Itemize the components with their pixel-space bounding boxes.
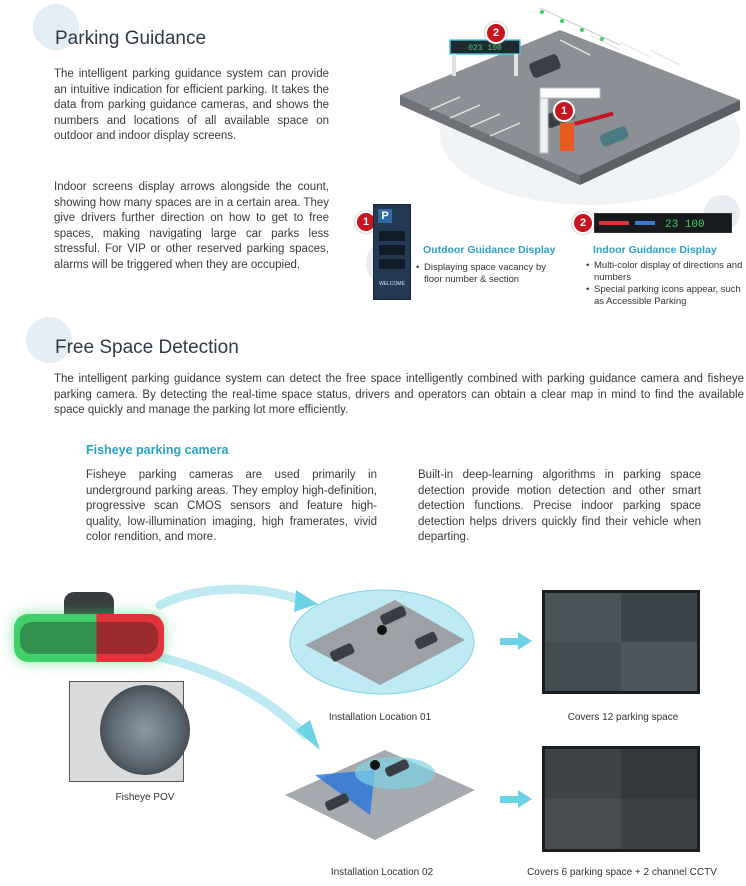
sign-panel-3 [379, 259, 405, 269]
indoor-display-title: Indoor Guidance Display [593, 244, 717, 256]
camera-body [14, 614, 164, 662]
indoor-led-display: 23 100 [594, 213, 732, 233]
indoor-badge: 2 [572, 212, 594, 234]
camera-feed-12-spaces [542, 590, 700, 694]
feed-quadrant [545, 642, 621, 691]
installation-location-01-caption: Installation Location 01 [328, 712, 432, 723]
feed-quadrant [545, 593, 621, 642]
covers-12-caption: Covers 12 parking space [567, 712, 679, 723]
diagram-flow-arrows [145, 584, 532, 808]
outdoor-display-title: Outdoor Guidance Display [423, 244, 556, 256]
parking-p-icon: P [378, 209, 392, 223]
installation-location-02-caption: Installation Location 02 [330, 867, 434, 878]
outdoor-badge: 1 [355, 211, 377, 233]
covers-6-caption: Covers 6 parking space + 2 channel CCTV [527, 867, 717, 878]
feed-quadrant [621, 642, 697, 691]
outdoor-bullet: Displaying space vacancy by floor number… [416, 262, 556, 286]
free-space-intro: The intelligent parking guidance system … [54, 373, 744, 417]
feed-quadrant [621, 593, 697, 642]
sign-panel-2 [379, 245, 405, 255]
parking-guidance-paragraph-1: The intelligent parking guidance system … [54, 68, 329, 143]
sign-panel-1 [379, 231, 405, 241]
fisheye-description-col1: Fisheye parking cameras are used primari… [86, 469, 377, 544]
section-title-free-space-detection: Free Space Detection [55, 337, 239, 358]
feed-quadrant [545, 749, 621, 799]
feed-quadrant [545, 799, 621, 849]
camera-top [64, 592, 114, 614]
outdoor-sign-image: P WELCOME [373, 204, 411, 300]
installation-location-02-image [275, 745, 480, 845]
section-decor-circle [33, 4, 79, 50]
fisheye-camera-heading: Fisheye parking camera [86, 443, 229, 457]
camera-feed-6-spaces [542, 746, 700, 852]
indoor-bullet: Special parking icons appear, such as Ac… [586, 284, 744, 308]
indoor-bullet: Multi-color display of directions and nu… [586, 260, 744, 284]
camera-ring [20, 622, 158, 654]
feed-quadrant [621, 799, 697, 849]
parking-lot-illustration: 023 100 [390, 0, 746, 215]
section-decor-circle [26, 317, 72, 363]
scene-badge-indoor: 2 [485, 22, 507, 44]
indoor-display-bullets: Multi-color display of directions and nu… [586, 260, 744, 308]
sign-welcome-label: WELCOME [379, 281, 405, 287]
scene-badge-outdoor: 1 [553, 100, 575, 122]
svg-text:23 100: 23 100 [665, 219, 705, 231]
installation-location-01-image [285, 585, 480, 700]
section-title-parking-guidance: Parking Guidance [55, 28, 207, 49]
feed-quadrant [621, 749, 697, 799]
fisheye-description-col2: Built-in deep-learning algorithms in par… [418, 469, 701, 544]
parking-guidance-paragraph-2: Indoor screens display arrows alongside … [54, 181, 329, 271]
fisheye-pov-caption: Fisheye POV [115, 792, 175, 803]
fisheye-camera-image [14, 592, 164, 672]
fisheye-pov-image [100, 685, 190, 775]
svg-text:023 100: 023 100 [468, 44, 502, 53]
outdoor-display-bullets: Displaying space vacancy by floor number… [416, 262, 556, 286]
